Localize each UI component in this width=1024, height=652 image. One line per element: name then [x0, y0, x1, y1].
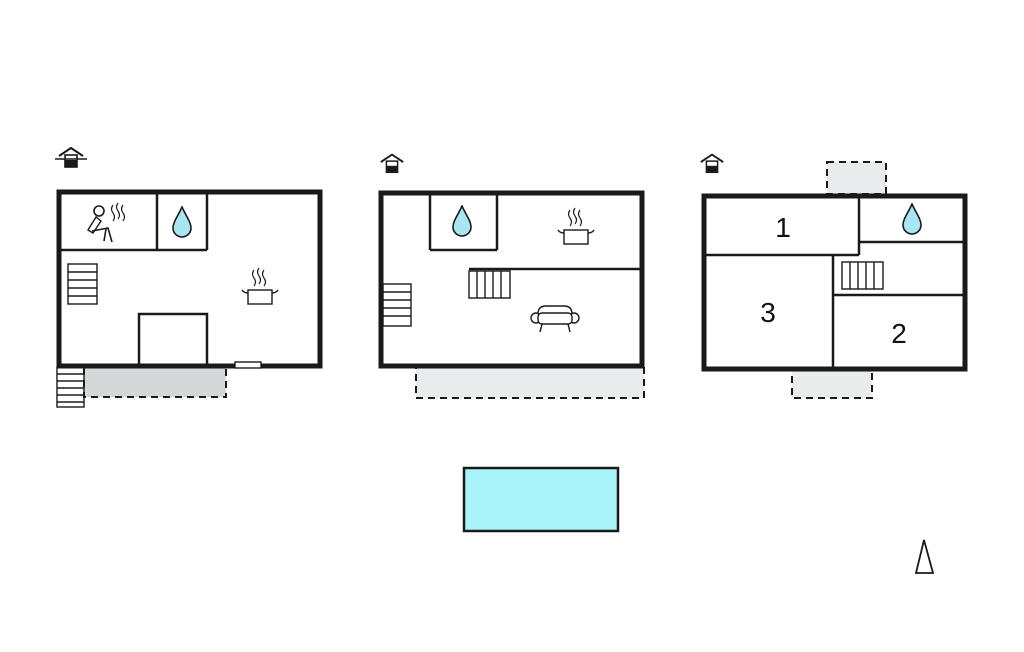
- floor-outline: [701, 193, 968, 372]
- ground-floor-level-icon: [379, 153, 405, 174]
- room-box: [137, 312, 209, 368]
- basement-level-icon: [54, 147, 88, 168]
- balcony: [826, 161, 887, 195]
- room-number-2: 2: [891, 318, 907, 349]
- room-number-1: 1: [775, 212, 791, 243]
- stairs-icon: [56, 366, 85, 408]
- terrace: [415, 366, 645, 399]
- stairs-icon: [67, 263, 98, 305]
- water-drop-icon: [902, 203, 922, 235]
- door: [234, 361, 262, 369]
- stairs-icon: [468, 270, 511, 299]
- water-drop-icon: [172, 206, 192, 238]
- upper-floor-level-icon: [699, 153, 725, 174]
- cooking-pot-icon: [241, 267, 279, 305]
- sauna-icon: [87, 202, 126, 243]
- floor-basement: [54, 147, 323, 408]
- terrace: [83, 366, 227, 398]
- room-number-3: 3: [760, 297, 776, 328]
- stairs-icon: [841, 261, 884, 290]
- water-drop-icon: [452, 205, 472, 237]
- balcony: [791, 368, 873, 399]
- floor-outline: [378, 190, 645, 369]
- stairs-icon: [382, 283, 412, 327]
- north-arrow-icon: [914, 539, 935, 574]
- floor-ground: [378, 153, 645, 399]
- sofa-icon: [530, 305, 580, 333]
- cooking-pot-icon: [557, 207, 595, 245]
- pool: [462, 466, 620, 533]
- floor-upper: 1 2 3: [699, 153, 968, 399]
